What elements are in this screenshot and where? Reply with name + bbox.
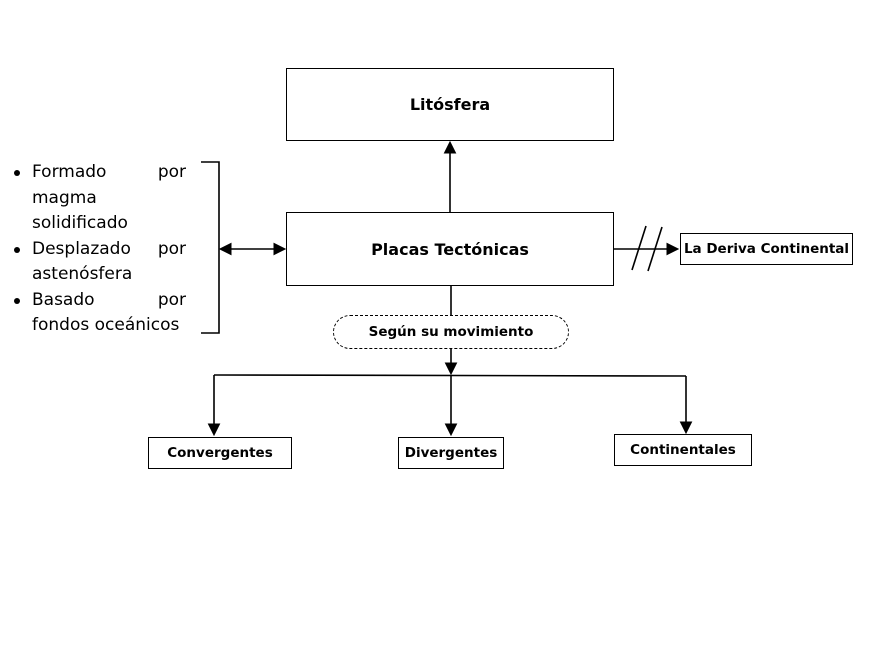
- negation-slash-2: [647, 226, 663, 272]
- feature-word: por: [157, 162, 186, 182]
- feature-item: Desplazado por astenósfera: [12, 237, 186, 288]
- convergentes-box: Convergentes: [148, 437, 292, 469]
- criterion-label: Según su movimiento: [368, 324, 534, 340]
- litosfera-label: Litósfera: [409, 95, 491, 114]
- feature-word: Basado: [32, 289, 95, 310]
- divergentes-box: Divergentes: [398, 437, 504, 469]
- feature-text: fondos oceánicos: [32, 315, 180, 335]
- litosfera-box: Litósfera: [286, 68, 614, 141]
- placas-tectonicas-label: Placas Tectónicas: [371, 239, 529, 259]
- feature-word: Formado: [32, 162, 107, 182]
- feature-item: Formado por magma solidificado: [12, 160, 186, 237]
- continentales-box: Continentales: [614, 434, 752, 466]
- feature-line: Basado por: [32, 288, 186, 314]
- convergentes-label: Convergentes: [167, 445, 273, 461]
- feature-line: Formado por: [32, 160, 186, 186]
- features-list: Formado por magma solidificado Desplazad…: [12, 160, 186, 339]
- deriva-continental-box: La Deriva Continental: [680, 233, 853, 265]
- placas-tectonicas-box: Placas Tectónicas: [286, 212, 614, 286]
- feature-text: solidificado: [32, 213, 128, 233]
- feature-item: Basado por fondos oceánicos: [12, 288, 186, 339]
- feature-text: magma: [32, 187, 97, 208]
- branch-horizontal: [213, 374, 687, 377]
- feature-line: Desplazado por: [32, 237, 186, 263]
- features-bracket: [201, 161, 220, 334]
- divergentes-label: Divergentes: [404, 445, 498, 461]
- feature-text: astenósfera: [32, 264, 133, 284]
- negation-slash-1: [631, 225, 647, 271]
- criterion-pill: Según su movimiento: [333, 315, 569, 349]
- feature-word: por: [157, 289, 186, 310]
- feature-word: por: [157, 238, 186, 259]
- deriva-continental-label: La Deriva Continental: [683, 241, 850, 257]
- continentales-label: Continentales: [630, 442, 736, 458]
- feature-word: Desplazado: [32, 238, 131, 259]
